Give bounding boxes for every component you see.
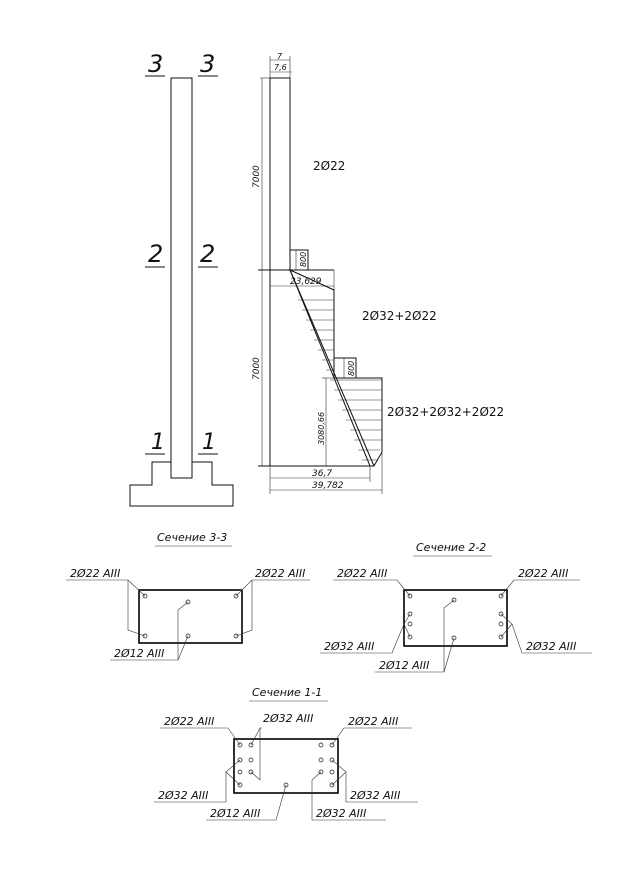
- section-2-2: Сечение 2-2 2Ø22 AIII 2Ø22 AIII 2Ø32 AII…: [320, 541, 592, 673]
- section-1-1-label-left: 2Ø32 AIII: [158, 789, 208, 802]
- section-mark-3-left: 3: [148, 50, 163, 78]
- zone-upper: [269, 77, 291, 271]
- zone-label-middle: 2Ø32+2Ø22: [362, 309, 437, 323]
- zone-label-lower: 2Ø32+2Ø32+2Ø22: [387, 405, 504, 419]
- section-mark-2-right: 2: [200, 240, 215, 268]
- dim-top-b: 7,6: [274, 63, 287, 72]
- section-mark-1-right: 1: [202, 430, 216, 455]
- column-elevation: 3 3 2 2 1 1: [129, 50, 234, 507]
- dim-width-367: 36,7: [312, 469, 332, 479]
- dim-width-39782: 39,782: [312, 481, 344, 491]
- section-2-2-label-bottom: 2Ø12 AIII: [379, 659, 429, 672]
- section-3-3: Сечение 3-3 2Ø22 AIII 2Ø22 AIII 2Ø12 AII…: [66, 531, 310, 661]
- section-1-1: Сечение 1-1 2Ø22 AIII 2Ø32 AIII 2Ø22 AII…: [154, 686, 418, 821]
- section-1-1-label-right: 2Ø32 AIII: [350, 789, 400, 802]
- section-mark-1-left: 1: [151, 430, 165, 455]
- section-2-2-label-mid-left: 2Ø32 AIII: [324, 640, 374, 653]
- section-1-1-label-bottom-right: 2Ø32 AIII: [316, 807, 366, 820]
- section-1-1-label-top-center: 2Ø32 AIII: [263, 712, 313, 725]
- section-2-2-title: Сечение 2-2: [416, 541, 486, 554]
- section-1-1-label-bottom: 2Ø12 AIII: [210, 807, 260, 820]
- section-1-1-label-top-left: 2Ø22 AIII: [164, 715, 214, 728]
- section-3-3-label-bottom: 2Ø12 AIII: [114, 647, 164, 660]
- section-2-2-label-top-right: 2Ø22 AIII: [518, 567, 568, 580]
- section-mark-2-left: 2: [148, 240, 163, 268]
- column-footing: [129, 461, 234, 507]
- dim-lower-height: 7000: [252, 357, 262, 380]
- section-3-3-outline: [138, 589, 243, 644]
- section-3-3-label-top-left: 2Ø22 AIII: [70, 567, 120, 580]
- section-mark-3-right: 3: [200, 50, 215, 78]
- dim-step1: 800: [299, 252, 308, 267]
- hatched-wedge: [289, 269, 383, 467]
- section-2-2-outline: [403, 589, 508, 647]
- section-1-1-title: Сечение 1-1: [252, 686, 322, 699]
- section-2-2-label-mid-right: 2Ø32 AIII: [526, 640, 576, 653]
- dim-top-a: 7: [277, 52, 283, 61]
- dim-step2: 800: [347, 361, 356, 376]
- section-3-3-title: Сечение 3-3: [157, 531, 227, 544]
- section-1-1-outline: [233, 738, 339, 794]
- section-3-3-label-top-right: 2Ø22 AIII: [255, 567, 305, 580]
- wedge-hatch: [298, 299, 382, 461]
- section-1-1-label-top-right: 2Ø22 AIII: [348, 715, 398, 728]
- dim-upper-height: 7000: [252, 165, 262, 188]
- column-shaft: [170, 77, 193, 479]
- dim-width-23629: 23,629: [290, 277, 322, 287]
- zone-label-upper: 2Ø22: [313, 159, 345, 173]
- section-2-2-label-top-left: 2Ø22 AIII: [337, 567, 387, 580]
- dim-3080: 3080,66: [317, 412, 326, 445]
- reinforcement-diagram: 7 7,6 7000 800 23,629 7000: [252, 52, 504, 494]
